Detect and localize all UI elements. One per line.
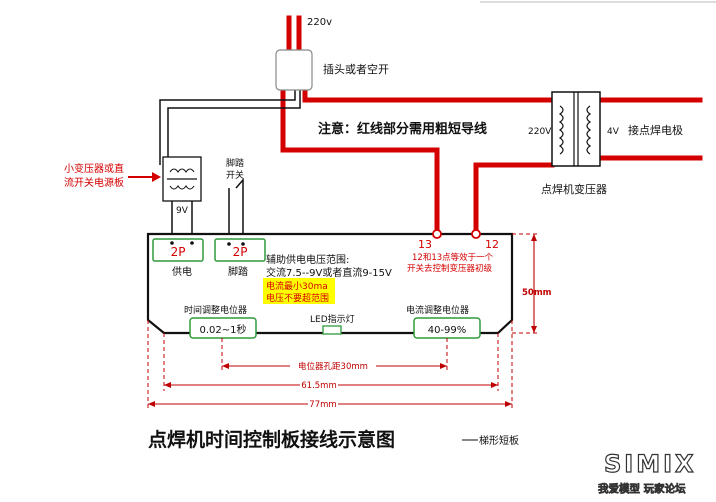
primary-coil-icon (558, 105, 564, 155)
plug-box (275, 49, 313, 91)
aux-label-line2: 流开关电源板 (64, 176, 124, 189)
time-pot-label: 时间调整电位器 (184, 304, 247, 316)
foot-pin-right-icon (241, 242, 245, 246)
wire-to-transformer-top (302, 87, 555, 103)
foot-switch-label-line1: 脚踏 (226, 157, 244, 169)
foot-connector-label: 2P (233, 245, 248, 259)
terminal-12-label: 12 (485, 238, 499, 251)
arrow-pot-right-icon (440, 363, 447, 369)
thick-red-wires (280, 15, 703, 237)
transformer-secondary-label: 4V (607, 127, 620, 137)
aux-wire-inner (167, 90, 301, 165)
transformer-caption: 点焊机变压器 (541, 182, 607, 196)
terminal-12-icon (471, 229, 481, 239)
wire-from-terminal-12 (473, 162, 555, 237)
aux-label-line1: 小变压器或直 (64, 162, 124, 175)
foot-connector-caption: 脚踏 (228, 265, 248, 278)
current-pot-value: 40-99% (428, 325, 467, 336)
total-width-label: 77mm (309, 400, 336, 410)
transformer-primary-label: 220V (528, 127, 552, 137)
terminal-13-label: 13 (418, 238, 432, 251)
foot-pin-left-icon (227, 242, 231, 246)
led-indicator (322, 325, 342, 335)
transformer-frame (551, 91, 601, 167)
power-pin-right-icon (190, 241, 194, 245)
plug-label: 插头或者空开 (323, 62, 389, 76)
arrow-height-bottom-icon (531, 326, 537, 333)
terminal-note-line2: 开关去控制变压器初级 (407, 263, 493, 274)
electrode-label: 接点焊电极 (628, 123, 683, 137)
title-suffix: 梯形短板 (479, 434, 519, 447)
arrow-total-left-icon (148, 401, 155, 407)
aux-voltage-label: 9V (176, 206, 189, 216)
arrow-total-right-icon (505, 401, 512, 407)
inner-width-bg (300, 378, 338, 391)
arrow-height-top-icon (531, 234, 537, 241)
arrow-inner-left-icon (164, 382, 171, 388)
power-connector (152, 238, 204, 262)
aux-wire-outer (159, 90, 296, 165)
aux-transformer (162, 156, 202, 202)
aux-range-title: 辅助供电电压范围: (266, 253, 349, 266)
warning-current: 电流最小30ma (266, 280, 328, 292)
foot-wire-right (235, 178, 244, 243)
pot-spacing-label: 电位器孔距30mm (298, 361, 368, 372)
inner-width-label: 61.5mm (301, 381, 337, 391)
spot-weld-transformer (551, 91, 601, 167)
watermark-tagline: 我爱模型 玩家论坛 (598, 482, 686, 495)
aux-coil-top-icon (169, 168, 195, 173)
foot-switch-label-line2: 开关 (226, 169, 244, 181)
arrow-pot-left-icon (222, 363, 229, 369)
arrow-inner-right-icon (491, 382, 498, 388)
dimension-arrowheads (148, 234, 537, 407)
total-width-bg (308, 397, 338, 410)
terminal-13-icon (432, 229, 442, 239)
diagram-title: 点焊机时间控制板接线示意图 (148, 428, 395, 451)
time-pot-value: 0.02~1秒 (199, 323, 246, 336)
watermark-logo: SIMIX (604, 450, 697, 478)
aux-arrow-head-icon (152, 172, 161, 182)
note-text: 注意：红线部分需用粗短导线 (318, 121, 487, 137)
pot-spacing-bg (290, 359, 376, 372)
power-pin-left-icon (170, 241, 174, 245)
power-connector-caption: 供电 (172, 265, 192, 278)
terminal-note-line1: 12和13点等效于一个 (412, 252, 494, 263)
warning-highlight (263, 278, 335, 304)
led-label: LED指示灯 (310, 313, 355, 325)
warning-voltage: 电压不要超范围 (266, 292, 329, 304)
aux-range-value: 交流7.5--9V或者直流9-15V (266, 266, 392, 279)
aux-coil-bottom-icon (169, 185, 195, 190)
supply-voltage-label: 220v (307, 17, 332, 28)
time-pot (189, 317, 257, 339)
wire-to-terminal-13 (280, 87, 440, 237)
height-label: 50mm (522, 288, 552, 298)
current-pot-label: 电流调整电位器 (406, 304, 469, 316)
power-connector-label: 2P (171, 245, 186, 259)
secondary-coil-icon (586, 105, 592, 155)
